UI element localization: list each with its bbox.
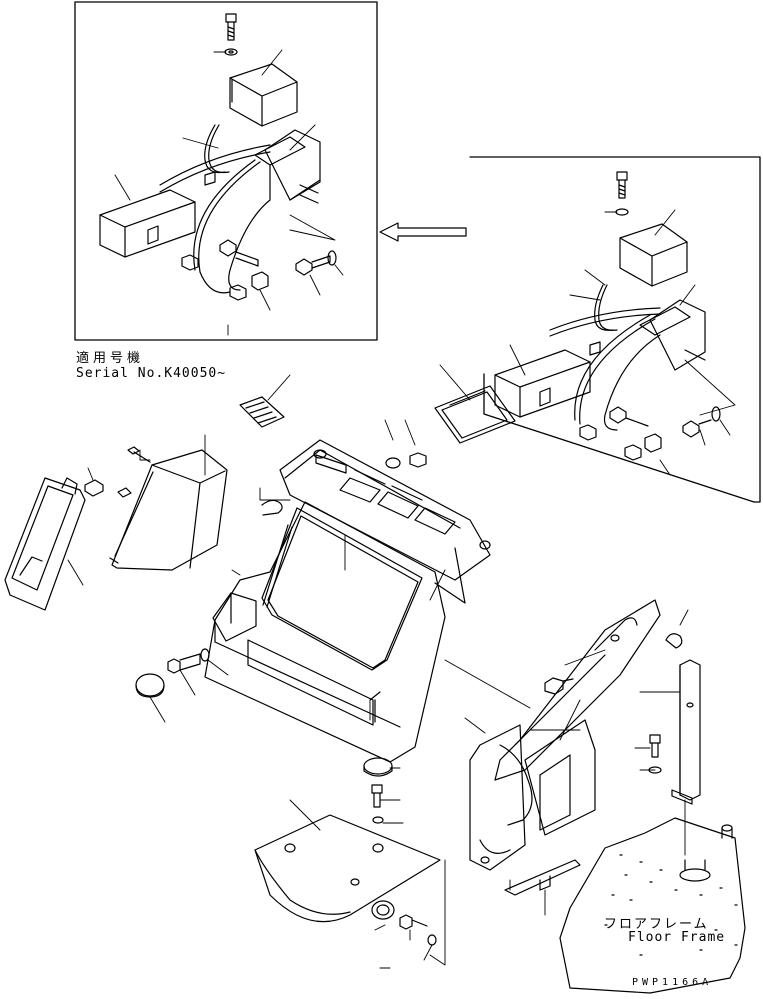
- bolt-icon: [226, 14, 236, 40]
- connector-icon: [580, 425, 661, 460]
- rear-duct-assembly: [470, 720, 595, 870]
- bolt-icon: [220, 240, 258, 266]
- plug-icon: [364, 758, 392, 776]
- cable-rod: [263, 525, 292, 607]
- vent-grille: [240, 397, 284, 427]
- dashboard-panel: [280, 440, 490, 603]
- cap-plug-icon: [136, 674, 164, 697]
- fastener-icon: [85, 480, 131, 497]
- floor-frame-label-en: Floor Frame: [628, 930, 726, 945]
- bolt-icon: [372, 785, 382, 807]
- small-bracket: [505, 860, 580, 895]
- bolt-icon: [296, 256, 330, 275]
- washer-icon: [201, 649, 209, 661]
- inset-box-right: [470, 157, 760, 502]
- controller-unit: [495, 350, 590, 417]
- floor-frame-label-jp: フロアフレーム: [604, 917, 709, 932]
- clip-icon: [666, 634, 682, 648]
- washer-icon: [225, 49, 237, 55]
- controller-unit: [100, 190, 195, 257]
- front-panel: [205, 502, 445, 762]
- side-panel: [495, 600, 660, 780]
- air-duct-housing: [110, 450, 227, 570]
- lower-cover: [255, 815, 440, 922]
- bolt-icon: [610, 407, 648, 426]
- bolt-icon: [168, 654, 200, 673]
- cover-bracket: [230, 64, 297, 126]
- bolt-icon: [683, 420, 711, 437]
- nut-icon: [410, 453, 426, 467]
- grommet-icon: [372, 901, 394, 919]
- floor-frame: [560, 818, 745, 993]
- bolt-icon: [650, 735, 660, 757]
- air-vent: [435, 386, 515, 443]
- washer-icon: [616, 209, 628, 215]
- washer-icon: [428, 935, 436, 945]
- leader-lines: [115, 50, 343, 335]
- mounting-bracket: [605, 300, 706, 430]
- bolt-icon: [400, 915, 427, 929]
- side-cover: [213, 593, 256, 641]
- direction-arrow: [380, 223, 466, 241]
- rubber-grommet-icon: [545, 678, 573, 694]
- leader-lines: [68, 365, 688, 968]
- bolt-icon: [617, 172, 627, 198]
- applicable-serial-label-jp: 適用号機: [76, 351, 145, 366]
- washer-icon: [328, 251, 336, 265]
- strip-bracket: [672, 660, 700, 804]
- clip: [262, 500, 282, 515]
- wire-harness: [550, 285, 660, 424]
- connector-icon: [182, 255, 268, 300]
- washer-icon: [712, 407, 720, 421]
- washer-icon: [373, 817, 383, 823]
- cover-bracket: [620, 224, 687, 286]
- serial-number-label: Serial No.K40050~: [76, 366, 227, 381]
- inset-box-left: [75, 2, 377, 340]
- washer-icon: [386, 458, 400, 468]
- leader-lines: [510, 210, 735, 475]
- drawing-code: PWP1166A: [632, 977, 713, 988]
- cover-panel: [5, 478, 85, 610]
- mounting-bracket: [229, 130, 320, 290]
